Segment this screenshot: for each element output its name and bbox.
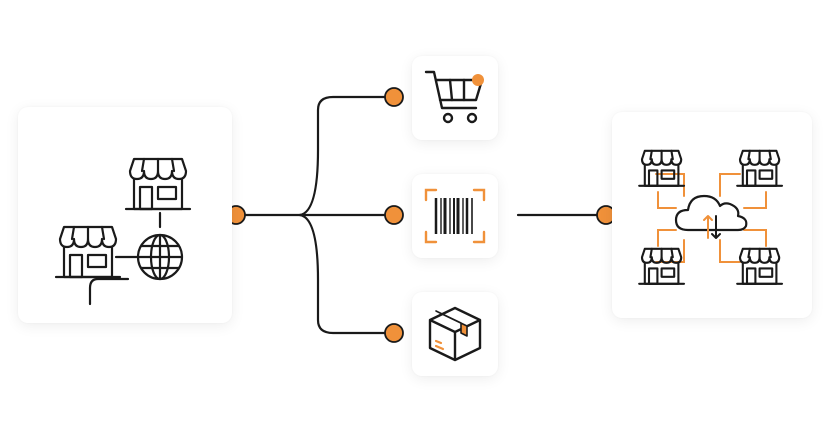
- connector-dot-barcode: [384, 205, 404, 225]
- store-network-illustration: [54, 157, 192, 306]
- store-network-card: [18, 107, 232, 323]
- storefront-icon: [736, 149, 784, 187]
- cloud-link-left-upper: [657, 191, 677, 209]
- package-box-icon: [428, 306, 482, 362]
- shopping-cart-icon: [424, 70, 484, 124]
- cloud-store-network-card: [612, 112, 812, 318]
- cloud-link-left-lower: [657, 229, 677, 247]
- connector-branch-box: [298, 213, 396, 335]
- globe-icon: [136, 233, 184, 281]
- storefront-icon: [124, 157, 192, 211]
- package-card: [412, 292, 498, 376]
- shopping-cart-card: [412, 56, 498, 140]
- cloud-sync-icon: [674, 194, 748, 239]
- connector-dot-cart: [384, 87, 404, 107]
- cloud-link-right-lower: [743, 229, 767, 247]
- barcode-card: [412, 174, 498, 258]
- storefront-icon: [638, 149, 686, 187]
- cloud-link-top-left: [655, 173, 685, 197]
- cloud-link-top-right: [719, 173, 741, 197]
- cloud-link-bottom-right: [719, 239, 741, 263]
- connector-branch-cart: [298, 95, 396, 217]
- storefront-icon: [736, 247, 784, 285]
- store-link-line: [88, 277, 130, 306]
- cloud-store-network-illustration: [638, 149, 784, 285]
- cloud-link-right-upper: [743, 191, 767, 209]
- cart-accent-dot: [472, 74, 484, 86]
- connector-dot-box: [384, 323, 404, 343]
- storefront-icon: [54, 225, 122, 279]
- barcode-scan-icon: [424, 188, 486, 244]
- storefront-icon: [638, 247, 686, 285]
